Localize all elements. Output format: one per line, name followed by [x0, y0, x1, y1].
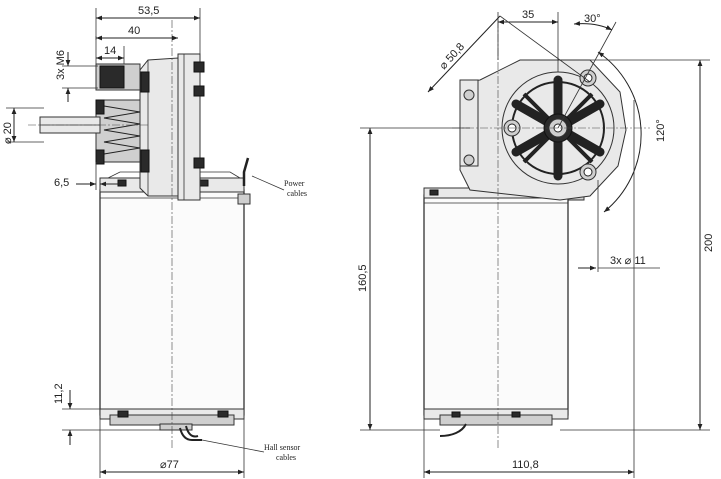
hall-sensor-cable — [179, 427, 202, 441]
front-hall-cable — [439, 423, 467, 437]
dim-angle-30: 30° — [584, 13, 601, 25]
dim-shaft-length: 14 — [104, 45, 116, 57]
dim-width: 110,8 — [512, 459, 539, 471]
label-power-cables-1: Power — [284, 179, 305, 188]
power-cable — [242, 157, 250, 186]
label-hall-sensor-2: cables — [276, 453, 296, 462]
front-view: 35 30° ⌀ 50,8 120° 3x ⌀ 11 200 160,5 110… — [357, 9, 715, 478]
front-motor-body — [423, 194, 569, 416]
dim-offset: 6,5 — [54, 177, 69, 189]
dim-bolt-circle: ⌀ 50,8 — [437, 41, 467, 72]
dim-holes: 3x ⌀ 11 — [610, 255, 646, 267]
dim-height-motor: 160,5 — [357, 264, 369, 292]
dim-thread: 3x M6 — [55, 50, 67, 80]
side-view: 53,5 40 14 3x M6 ⌀ 20 6,5 11,2 ⌀ — [2, 5, 307, 478]
spring — [103, 105, 141, 155]
dim-gear-length: 40 — [128, 25, 140, 37]
label-hall-sensor-1: Hall sensor — [264, 443, 301, 452]
dim-overall-length: 53,5 — [138, 5, 159, 17]
dim-end-cap: 11,2 — [53, 383, 65, 404]
label-power-cables-2: cables — [287, 189, 307, 198]
dim-motor-diameter: ⌀77 — [160, 459, 179, 471]
dim-distance: 35 — [522, 9, 534, 21]
dim-height-total: 200 — [703, 234, 715, 252]
gearbox-flange — [177, 53, 201, 201]
dim-shaft-diameter: ⌀ 20 — [2, 122, 14, 144]
dim-angle-120: 120° — [655, 119, 667, 142]
